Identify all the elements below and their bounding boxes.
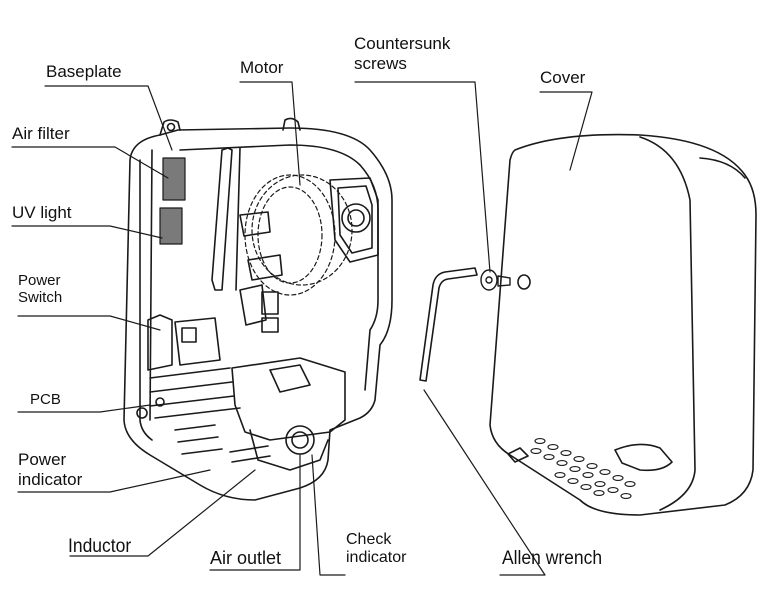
label-inductor: Inductor (68, 536, 132, 557)
leader-lines (11, 81, 593, 576)
countersunk-screw (480, 269, 511, 291)
uv-light-panel (159, 207, 183, 245)
label-cover: Cover (540, 68, 586, 87)
cover-shell (489, 133, 757, 516)
label-pcb: PCB (30, 391, 61, 408)
label-allen-wrench: Allen wrench (502, 548, 603, 569)
label-power-indicator: Power indicator (18, 450, 83, 489)
label-countersunk-screws: Countersunk screws (354, 34, 451, 73)
label-check-indicator: Check indicator (346, 531, 407, 567)
label-air-outlet: Air outlet (210, 548, 282, 568)
label-power-switch: Power Switch (18, 272, 63, 307)
label-uv-light: UV light (12, 203, 72, 222)
label-motor: Motor (240, 58, 284, 77)
allen-wrench-tool (419, 267, 478, 382)
air-filter-panel (162, 157, 186, 201)
label-baseplate: Baseplate (46, 62, 122, 81)
baseplate-housing (123, 117, 393, 501)
label-air-filter: Air filter (12, 124, 70, 143)
